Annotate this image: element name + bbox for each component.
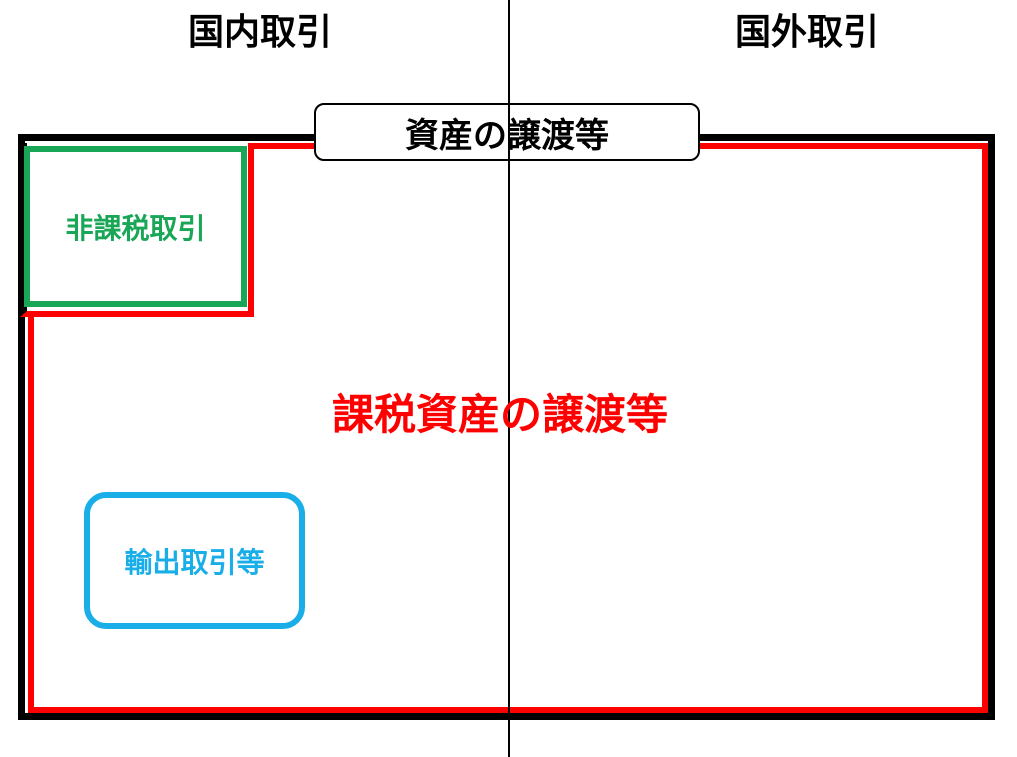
export-transactions-region: 輸出取引等: [84, 492, 305, 629]
export-transactions-label: 輸出取引等: [124, 545, 265, 579]
foreign-transactions-header: 国外取引: [734, 12, 879, 53]
non-taxable-red-boundary: [20, 143, 254, 317]
domestic-transactions-header: 国内取引: [187, 12, 332, 53]
domestic-foreign-divider: [508, 0, 510, 757]
asset-transfer-title-box: 資産の譲渡等: [314, 103, 700, 161]
asset-transfer-title: 資産の譲渡等: [405, 115, 609, 156]
taxable-transfer-label: 課税資産の譲渡等: [331, 390, 668, 439]
non-taxable-region: 非課税取引: [24, 146, 247, 307]
non-taxable-label: 非課税取引: [65, 211, 206, 245]
